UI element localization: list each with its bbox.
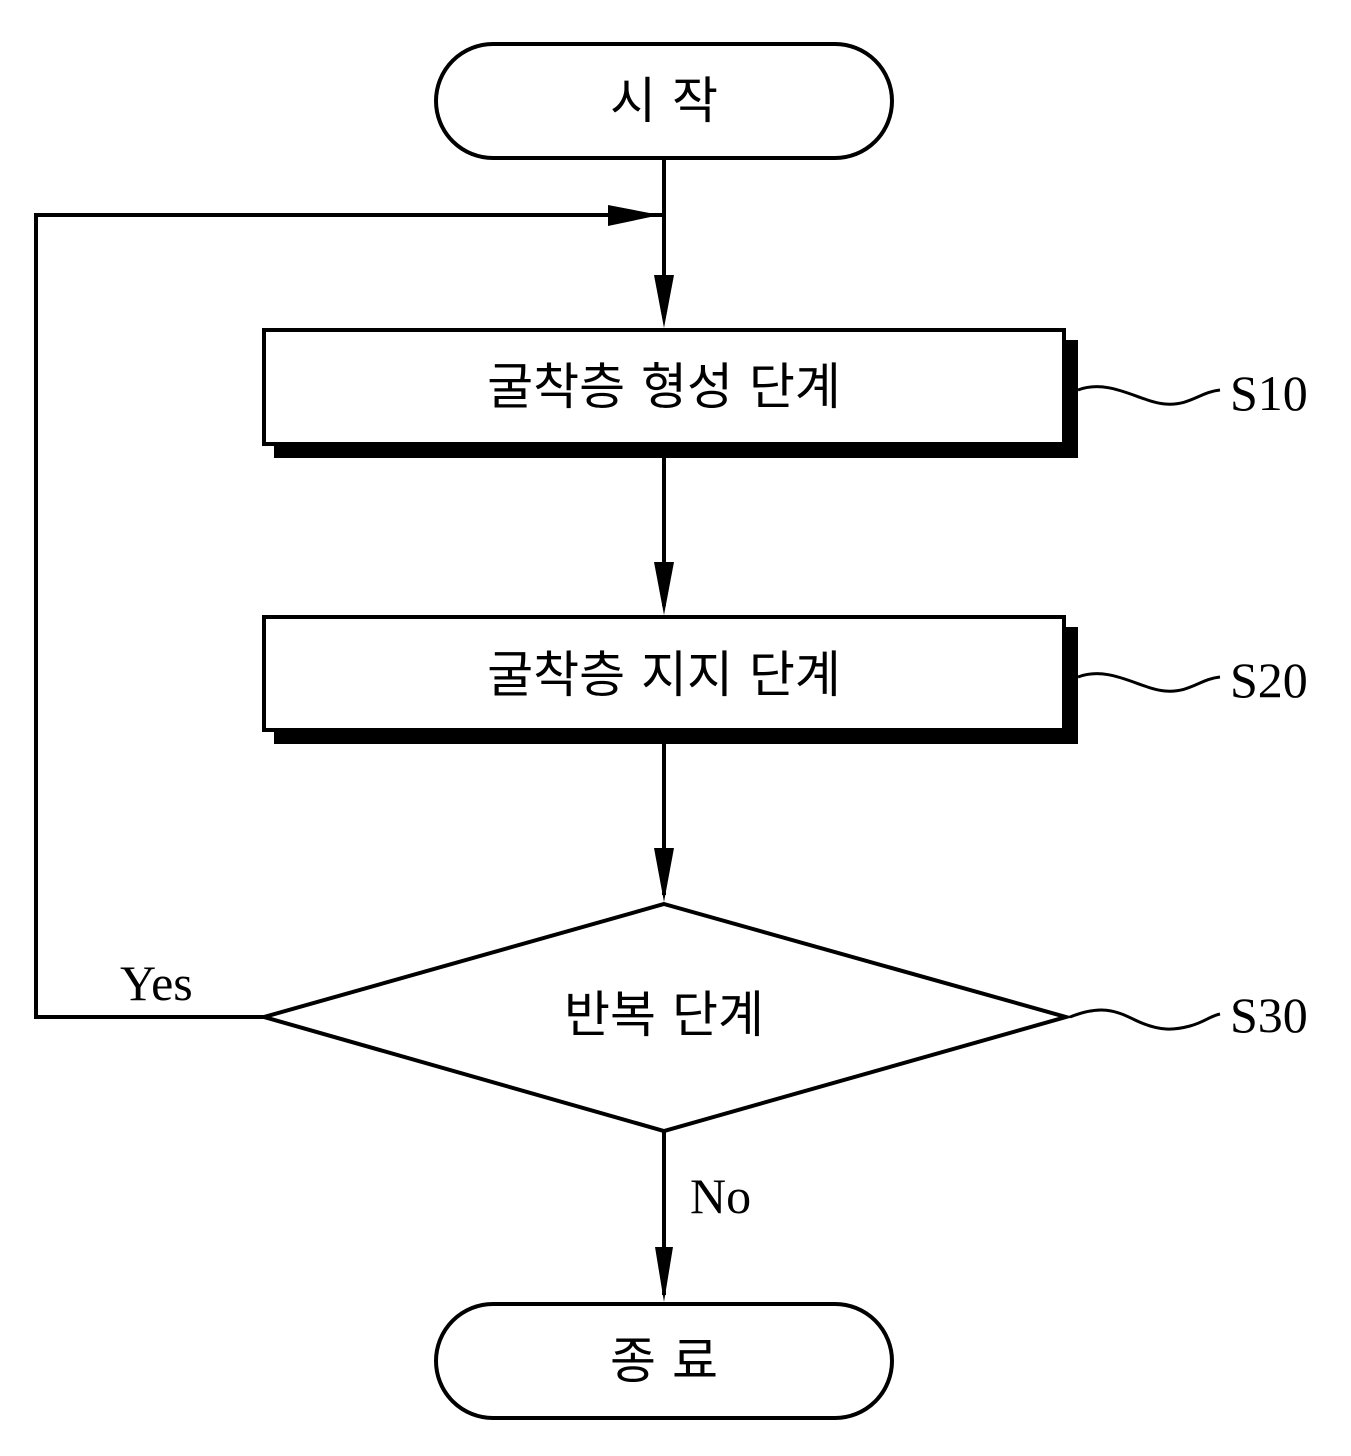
start-label: 시 작	[610, 72, 718, 130]
s20-ref-label: S20	[1230, 652, 1308, 708]
start-node: 시 작	[434, 42, 894, 160]
s10-box	[262, 328, 1066, 446]
no-label: No	[690, 1168, 751, 1224]
decision-s30: 반복 단계 S30	[256, 901, 1308, 1134]
end-terminator-shape	[434, 1302, 894, 1420]
s20-label: 굴착층 지지 단계	[487, 646, 841, 704]
arrow-down-icon	[654, 275, 674, 328]
s20-box	[262, 615, 1066, 732]
s20-leader-line	[1077, 672, 1221, 693]
process-step-s20: 굴착층 지지 단계 S20	[262, 615, 1308, 744]
s30-leader-line	[1069, 1008, 1221, 1031]
arrow-down-icon	[654, 848, 674, 902]
s10-ref-label: S10	[1230, 365, 1308, 421]
process-step-s10: 굴착층 형성 단계 S10	[262, 328, 1308, 458]
end-label: 종 료	[610, 1332, 718, 1390]
arrow-down-icon	[655, 1247, 673, 1302]
decision-label: 반복 단계	[564, 986, 764, 1044]
s30-ref-label: S30	[1230, 987, 1308, 1043]
s10-label: 굴착층 형성 단계	[487, 358, 841, 416]
loop-back-connector	[34, 213, 664, 1019]
arrow-down-icon	[654, 562, 674, 615]
s10-leader-line	[1077, 385, 1221, 406]
end-node: 종 료	[434, 1302, 894, 1420]
yes-label: Yes	[120, 955, 193, 1011]
arrow-right-icon	[608, 205, 660, 226]
